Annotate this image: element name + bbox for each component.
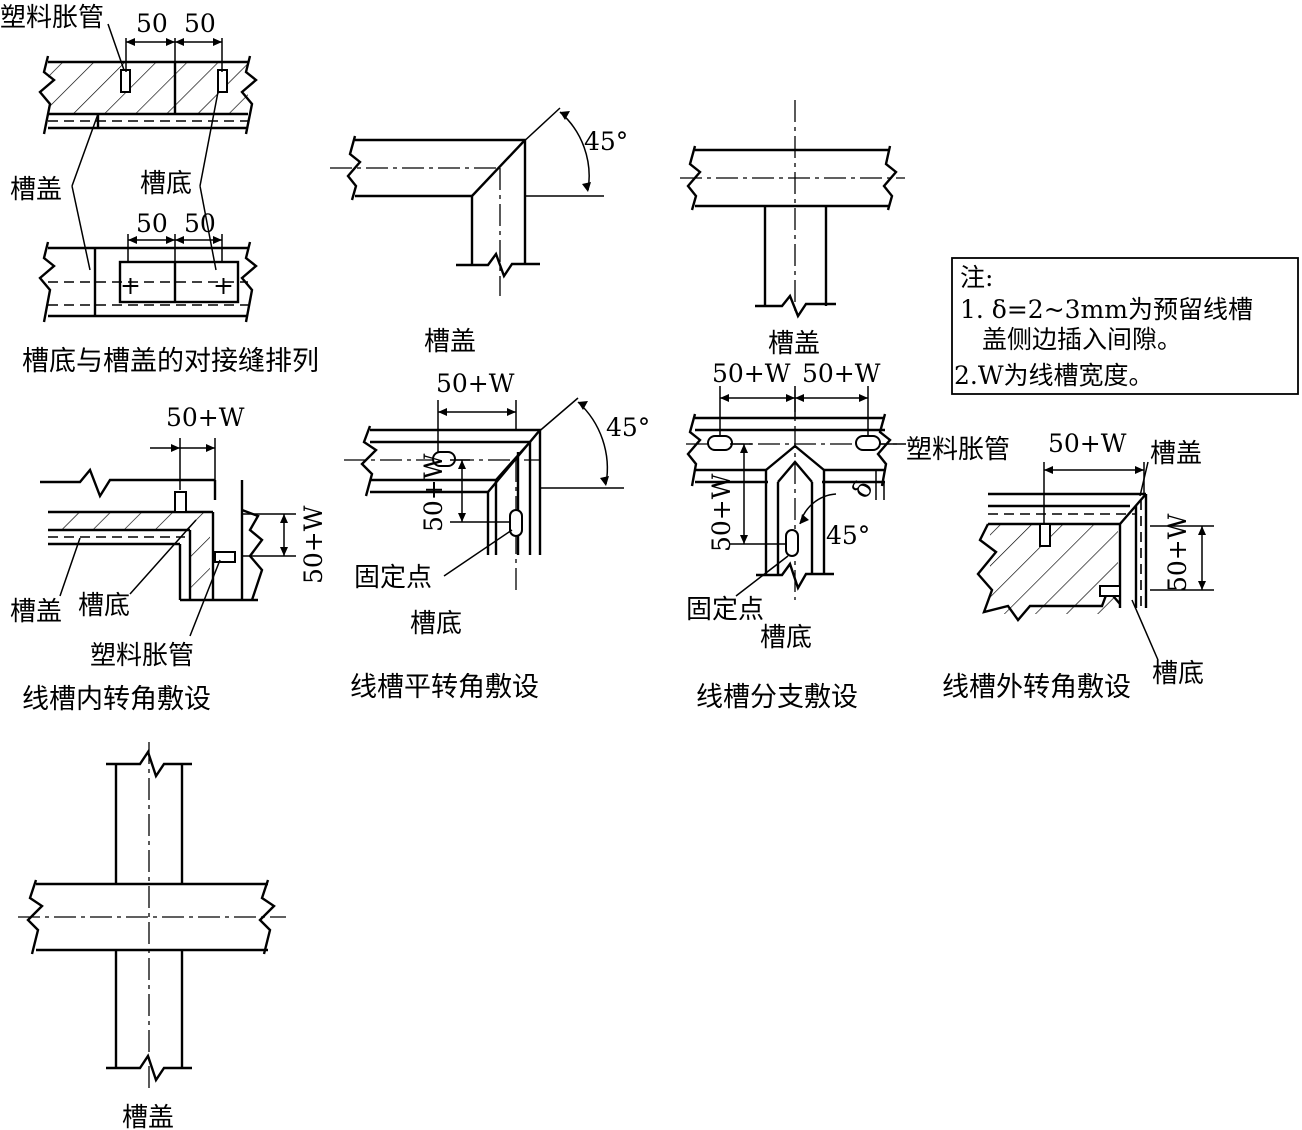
dim-50w-flat-h: 50+W	[436, 369, 515, 398]
branch-detail: 50+W 50+W 50+W δ 45° 塑料胀管 固定点 槽底 线槽分支敷设	[686, 359, 1010, 713]
dim-50w-outer-v: 50+W	[1163, 513, 1192, 592]
flat-corner-detail: 45° 50+W 50+W 固定点 槽底 线槽平转角敷设	[344, 369, 650, 703]
cover-label-inner: 槽盖	[10, 597, 62, 627]
plastic-anchor-label-inner: 塑料胀管	[90, 641, 194, 671]
dim-50w-outer-h: 50+W	[1048, 429, 1127, 458]
title-inner-corner: 线槽内转角敷设	[22, 684, 211, 715]
title-butt-joint: 槽底与槽盖的对接缝排列	[22, 346, 319, 377]
plastic-anchor-label-top: 塑料胀管	[0, 3, 104, 33]
svg-text:+: +	[213, 271, 234, 300]
note-heading: 注:	[960, 263, 993, 292]
dim-50w-flat-v: 50+W	[419, 453, 448, 532]
fixing-point-label-flat: 固定点	[354, 563, 432, 593]
note-line-2: 2.W为线槽宽度。	[954, 361, 1154, 390]
plastic-anchor-label-branch: 塑料胀管	[906, 435, 1010, 465]
angle-45-top: 45°	[584, 127, 628, 156]
delta-label: δ	[846, 475, 879, 503]
title-branch: 线槽分支敷设	[696, 682, 858, 713]
svg-text:+: +	[120, 271, 141, 300]
base-label-butt: 槽底	[140, 169, 192, 199]
title-outer-corner: 线槽外转角敷设	[942, 672, 1131, 703]
cover-label-butt: 槽盖	[10, 175, 62, 205]
cover-t-branch: 槽盖	[680, 100, 905, 359]
fixing-point-label-branch: 固定点	[686, 595, 764, 625]
dim-50-c: 50	[136, 209, 168, 238]
dim-50w-inner-v: 50+W	[299, 505, 328, 584]
dim-50w-branch-v: 50+W	[707, 473, 736, 552]
dim-50-a: 50	[136, 9, 168, 38]
dim-50w-branch-right: 50+W	[802, 359, 881, 388]
note-box: 注: 1. δ=2~3mm为预留线槽 盖侧边插入间隙。 2.W为线槽宽度。	[951, 257, 1299, 395]
note-line-1: 1. δ=2~3mm为预留线槽	[960, 295, 1253, 324]
cover-label-outer: 槽盖	[1150, 439, 1202, 469]
base-label-flat: 槽底	[410, 609, 462, 639]
cover-label-cross: 槽盖	[122, 1103, 174, 1130]
cover-cross: 槽盖	[18, 742, 286, 1130]
cover-label-t: 槽盖	[768, 329, 820, 359]
angle-45-branch: 45°	[826, 521, 870, 550]
title-flat-corner: 线槽平转角敷设	[350, 672, 539, 703]
base-label-outer: 槽底	[1152, 659, 1204, 689]
base-label-inner: 槽底	[78, 591, 130, 621]
angle-45-flat: 45°	[606, 413, 650, 442]
dim-50-b: 50	[184, 9, 216, 38]
inner-corner-detail: 50+W 50+W 槽盖 槽底 塑料胀管 线槽内转角敷设	[10, 403, 328, 715]
base-label-branch: 槽底	[760, 623, 812, 653]
cover-label-l: 槽盖	[424, 327, 476, 357]
dim-50w-inner-h: 50+W	[166, 403, 245, 432]
note-line-1b: 盖侧边插入间隙。	[982, 325, 1182, 354]
dim-50-d: 50	[184, 209, 216, 238]
outer-corner-detail: 50+W 50+W 槽盖 槽底 线槽外转角敷设	[942, 429, 1214, 703]
butt-joint-detail: 50 50 塑料胀管 槽盖 槽底 + + 50 50 槽底与槽盖的对接缝排列	[0, 3, 319, 377]
cover-l-corner: 45° 槽盖	[330, 107, 628, 357]
dim-50w-branch-left: 50+W	[712, 359, 791, 388]
